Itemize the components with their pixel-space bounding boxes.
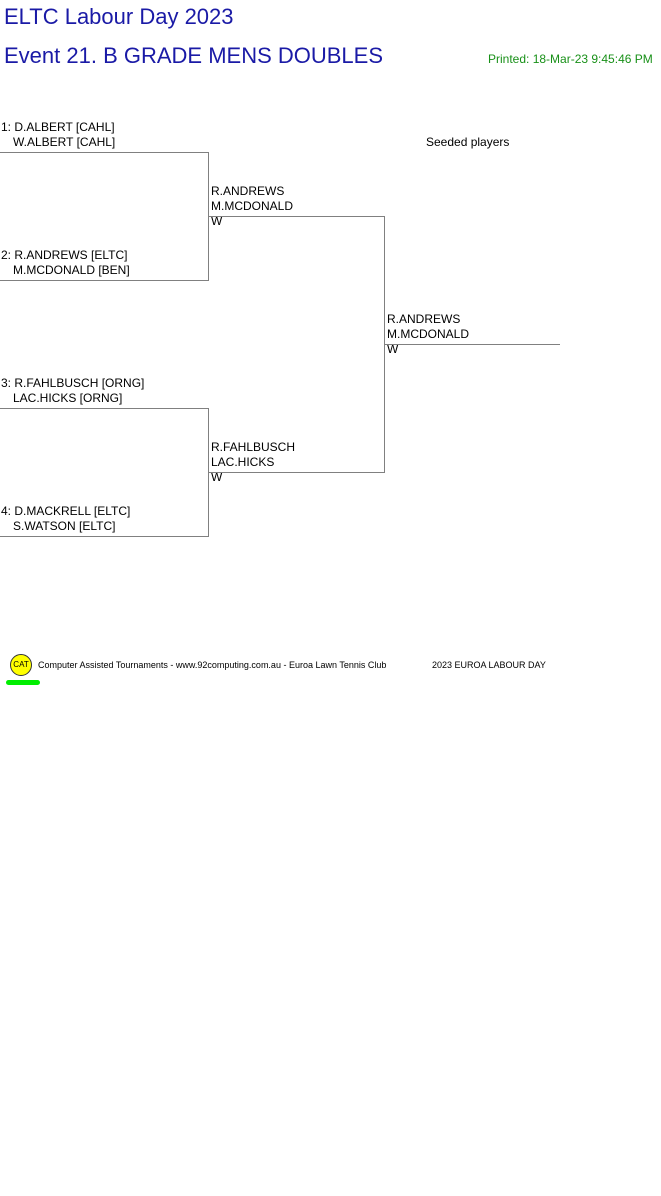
- winner-player-2: LAC.HICKS: [211, 455, 275, 469]
- bracket-line: [208, 216, 385, 217]
- draw-entry-4: 4: D.MACKRELL [ELTC]S.WATSON [ELTC]: [1, 504, 130, 534]
- seeded-players-label: Seeded players: [426, 135, 510, 149]
- match-result: W: [211, 214, 223, 228]
- player-2: M.MCDONALD [BEN]: [13, 263, 130, 277]
- bracket-line: [0, 408, 209, 409]
- player-2: LAC.HICKS [ORNG]: [13, 391, 123, 405]
- winner-player-1: R.ANDREWS: [387, 312, 461, 326]
- draw-entry-1: 1: D.ALBERT [CAHL]W.ALBERT [CAHL]: [1, 120, 115, 150]
- winner-player-2: M.MCDONALD: [211, 199, 294, 213]
- draw-entry-2: 2: R.ANDREWS [ELTC]M.MCDONALD [BEN]: [1, 248, 130, 278]
- draw-entry-3: 3: R.FAHLBUSCH [ORNG]LAC.HICKS [ORNG]: [1, 376, 144, 406]
- cat-logo-icon: CAT: [10, 654, 32, 676]
- bracket-line: [208, 472, 385, 473]
- tournament-title: ELTC Labour Day 2023: [4, 4, 234, 29]
- bracket-line: [384, 344, 560, 345]
- player-1: 1: D.ALBERT [CAHL]: [1, 120, 115, 134]
- bracket-line: [0, 152, 209, 153]
- footer-event-name: 2023 EUROA LABOUR DAY: [432, 660, 546, 670]
- match-result: W: [211, 470, 223, 484]
- bracket-line: [0, 536, 209, 537]
- event-title: Event 21. B GRADE MENS DOUBLES: [4, 43, 384, 68]
- player-1: 2: R.ANDREWS [ELTC]: [1, 248, 128, 262]
- player-1: 4: D.MACKRELL [ELTC]: [1, 504, 131, 518]
- winner-player-2: M.MCDONALD: [387, 327, 470, 341]
- player-2: S.WATSON [ELTC]: [13, 519, 116, 533]
- winner-player-1: R.FAHLBUSCH: [211, 440, 296, 454]
- player-1: 3: R.FAHLBUSCH [ORNG]: [1, 376, 145, 390]
- player-2: W.ALBERT [CAHL]: [13, 135, 116, 149]
- bracket-line: [0, 280, 209, 281]
- logo-text: CAT: [13, 660, 29, 669]
- footer-credit: Computer Assisted Tournaments - www.92co…: [38, 660, 387, 670]
- printed-timestamp: Printed: 18-Mar-23 9:45:46 PM: [488, 52, 653, 66]
- match-result: W: [387, 342, 399, 356]
- winner-player-1: R.ANDREWS: [211, 184, 285, 198]
- logo-underline: [6, 680, 40, 685]
